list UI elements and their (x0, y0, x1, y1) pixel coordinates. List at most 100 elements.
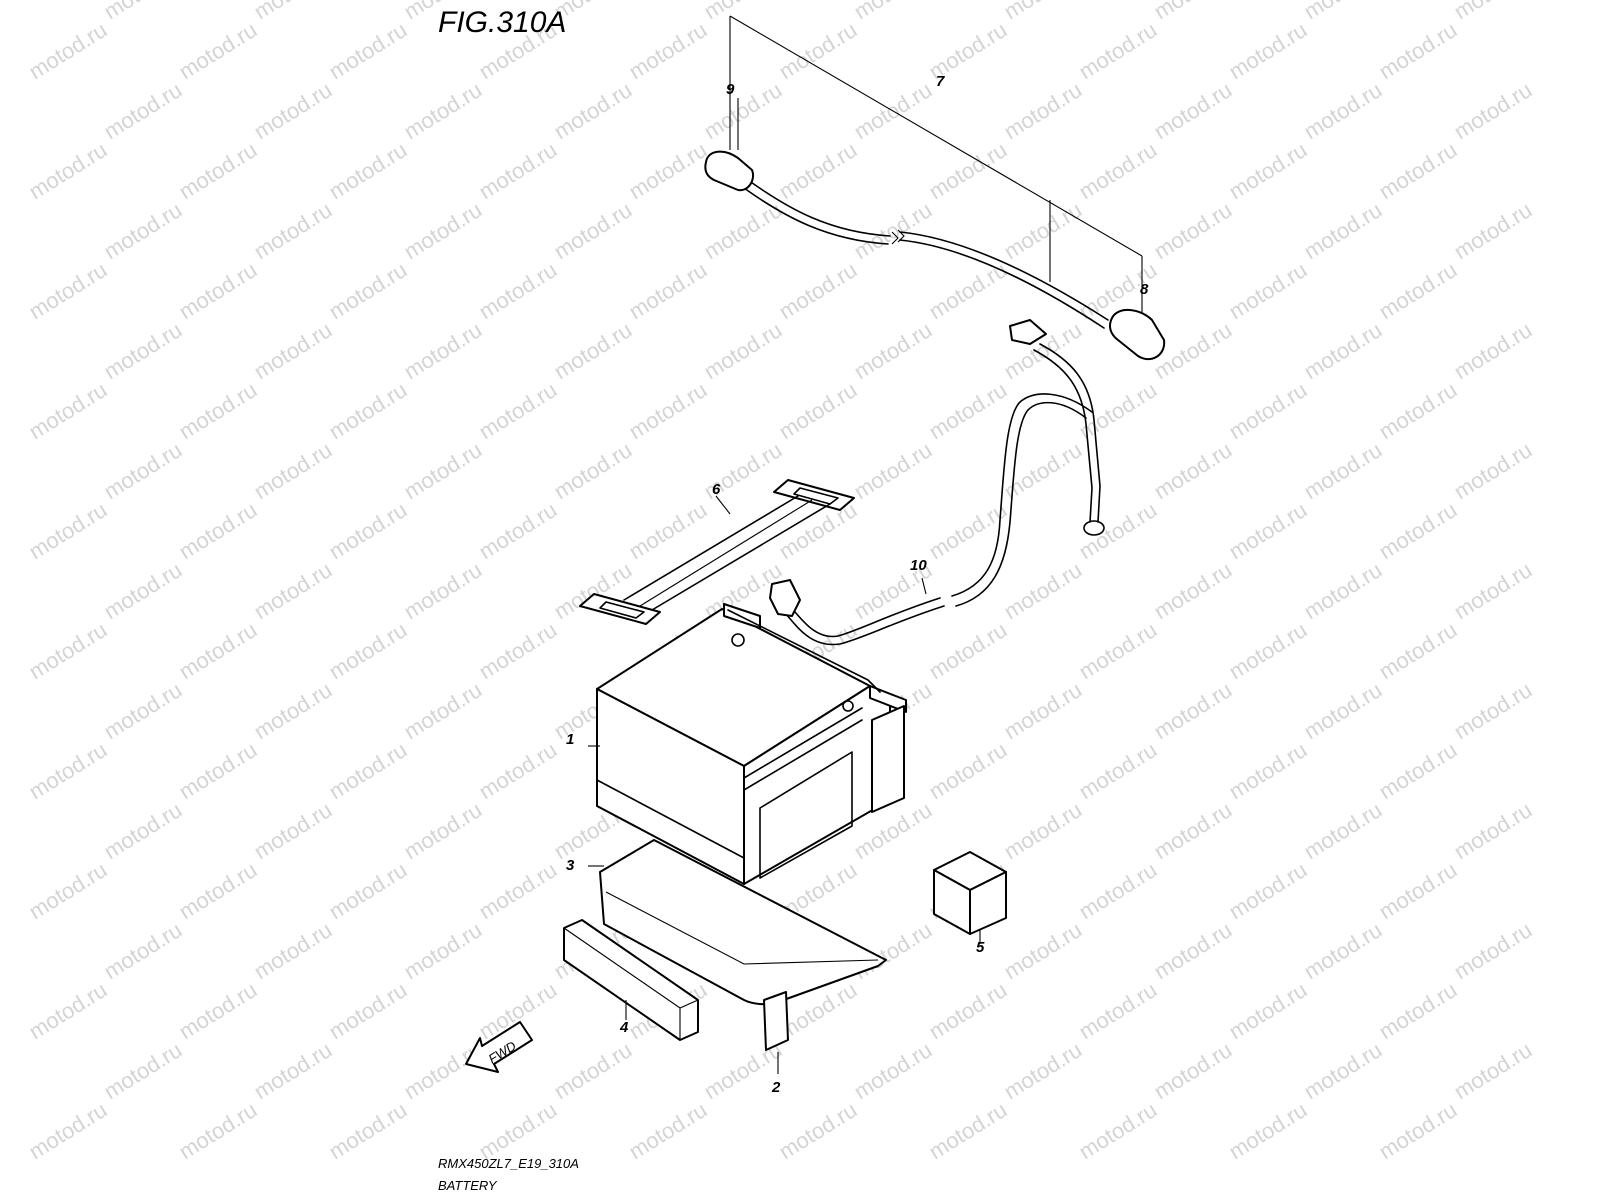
watermark-text: motod.ru (1074, 857, 1161, 924)
watermark-text: motod.ru (549, 77, 636, 144)
watermark-text: motod.ru (849, 317, 936, 384)
watermark-text: motod.ru (1374, 1097, 1461, 1164)
watermark-text: motod.ru (1074, 1097, 1161, 1164)
watermark-text: motod.ru (1224, 1097, 1311, 1164)
watermark-text: motod.ru (1299, 1037, 1386, 1104)
watermark-text: motod.ru (924, 497, 1011, 564)
watermark-text: motod.ru (1224, 857, 1311, 924)
watermark-text: motod.ru (1374, 497, 1461, 564)
watermark-text: motod.ru (99, 437, 186, 504)
watermark-text: motod.ru (1224, 977, 1311, 1044)
watermark-text: motod.ru (324, 977, 411, 1044)
watermark-text: motod.ru (1449, 77, 1536, 144)
watermark-text: motod.ru (174, 1097, 261, 1164)
watermark-text: motod.ru (924, 137, 1011, 204)
watermark-text: motod.ru (549, 317, 636, 384)
watermark-text: motod.ru (1224, 257, 1311, 324)
watermark-text: motod.ru (249, 437, 336, 504)
watermark-text: motod.ru (1299, 917, 1386, 984)
watermark-text: motod.ru (249, 797, 336, 864)
watermark-text: motod.ru (1224, 17, 1311, 84)
watermark-text: motod.ru (174, 377, 261, 444)
watermark-text: motod.ru (99, 1037, 186, 1104)
watermark-text: motod.ru (249, 0, 336, 24)
watermark-text: motod.ru (174, 977, 261, 1044)
callout-6: 6 (712, 481, 721, 498)
watermark-text: motod.ru (1149, 437, 1236, 504)
watermark-text: motod.ru (249, 197, 336, 264)
watermark-text: motod.ru (699, 77, 786, 144)
strip-4 (563, 919, 699, 1041)
watermark-text: motod.ru (24, 377, 111, 444)
watermark-text: motod.ru (474, 257, 561, 324)
watermark-text: motod.ru (99, 557, 186, 624)
watermark-text: motod.ru (24, 257, 111, 324)
callout-8: 8 (1140, 281, 1149, 298)
watermark-text: motod.ru (849, 437, 936, 504)
watermark-text: motod.ru (1449, 437, 1536, 504)
watermark-text: motod.ru (249, 1037, 336, 1104)
watermark-text: motod.ru (174, 257, 261, 324)
watermark-text: motod.ru (99, 77, 186, 144)
watermark-text: motod.ru (1074, 977, 1161, 1044)
watermark-text: motod.ru (174, 617, 261, 684)
watermark-text: motod.ru (624, 1097, 711, 1164)
watermark-text: motod.ru (1449, 917, 1536, 984)
watermark-text: motod.ru (399, 1037, 486, 1104)
watermark-text: motod.ru (1374, 257, 1461, 324)
watermark-text: motod.ru (1149, 677, 1236, 744)
watermark-text: motod.ru (1299, 77, 1386, 144)
watermark-text: motod.ru (999, 1037, 1086, 1104)
watermark-text: motod.ru (174, 137, 261, 204)
lead-wire-10 (769, 319, 1105, 646)
watermark-text: motod.ru (174, 497, 261, 564)
watermark-text: motod.ru (624, 17, 711, 84)
watermark-text: motod.ru (1224, 497, 1311, 564)
watermark-text: motod.ru (399, 557, 486, 624)
callout-5: 5 (976, 939, 985, 956)
watermark-text: motod.ru (1149, 197, 1236, 264)
label-2 (763, 991, 789, 1051)
watermark-text: motod.ru (849, 0, 936, 24)
watermark-text: motod.ru (999, 197, 1086, 264)
watermark-text: motod.ru (324, 1097, 411, 1164)
terminal-cap-8 (1109, 309, 1166, 361)
watermark-text: motod.ru (249, 677, 336, 744)
watermark-text: motod.ru (1374, 617, 1461, 684)
callouts: 1 2 3 4 5 6 7 8 9 10 (566, 73, 1149, 1096)
watermark-text: motod.ru (1149, 797, 1236, 864)
watermark-text: motod.ru (99, 197, 186, 264)
watermark-text: motod.ru (1449, 197, 1536, 264)
watermark-text: motod.ru (624, 377, 711, 444)
watermark-text: motod.ru (324, 497, 411, 564)
watermark-text: motod.ru (624, 497, 711, 564)
callout-9: 9 (726, 81, 735, 98)
watermark-text: motod.ru (999, 557, 1086, 624)
battery-strap-6 (579, 479, 855, 625)
watermark-text: motod.ru (474, 137, 561, 204)
watermark-text: motod.ru (324, 617, 411, 684)
battery-1 (596, 603, 907, 885)
watermark-text: motod.ru (999, 0, 1086, 24)
watermark-text: motod.ru (774, 257, 861, 324)
watermark-text: motod.ru (1449, 0, 1536, 24)
watermark-text: motod.ru (1449, 677, 1536, 744)
watermark-text: motod.ru (399, 317, 486, 384)
watermark-text: motod.ru (1224, 737, 1311, 804)
watermark-text: motod.ru (324, 377, 411, 444)
watermark-text: motod.ru (849, 197, 936, 264)
watermark-text: motod.ru (624, 137, 711, 204)
watermark-text: motod.ru (549, 437, 636, 504)
watermark-text: motod.ru (1374, 137, 1461, 204)
watermark-text: motod.ru (1074, 17, 1161, 84)
watermark-text: motod.ru (1299, 197, 1386, 264)
watermark-text: motod.ru (924, 617, 1011, 684)
footer-name: BATTERY (438, 1178, 498, 1193)
leader-lines (588, 98, 981, 1074)
watermark-text: motod.ru (174, 17, 261, 84)
watermark-text: motod.ru (474, 857, 561, 924)
watermark-text: motod.ru (1374, 17, 1461, 84)
battery-cable-7 (743, 179, 1109, 329)
watermark-text: motod.ru (699, 317, 786, 384)
